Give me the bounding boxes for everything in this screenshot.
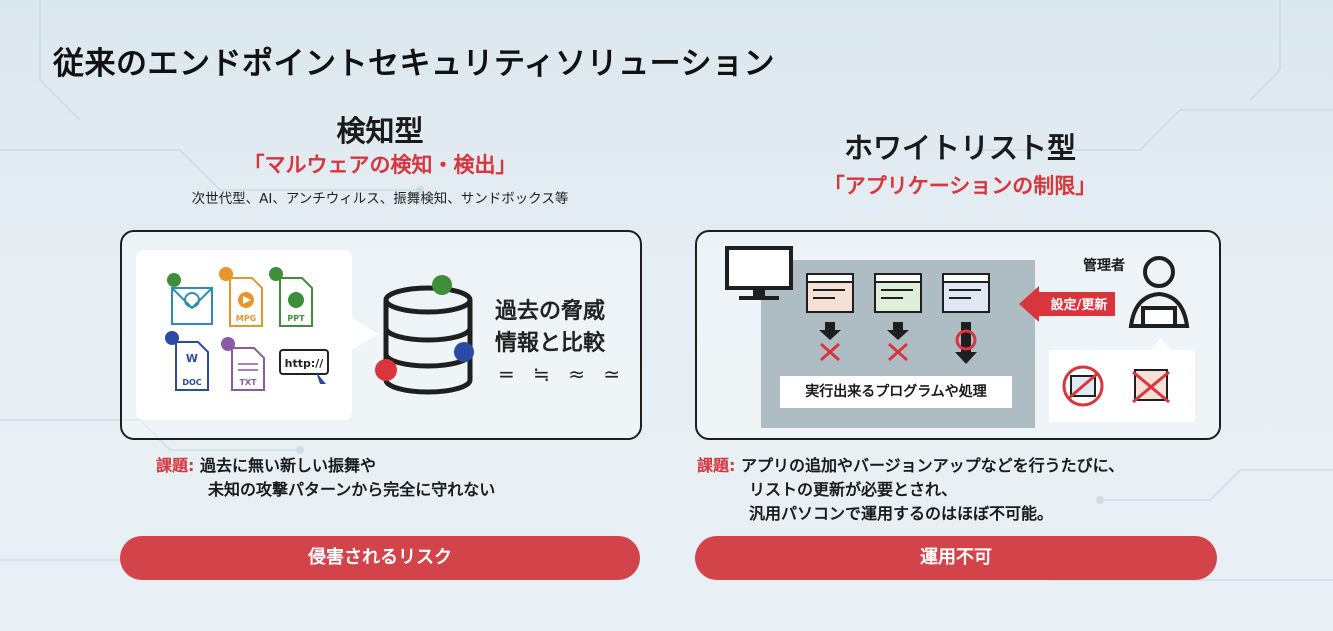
doc-label: DOC — [182, 378, 201, 387]
detection-issue: 課題: 過去に無い新しい振舞や 未知の攻撃パターンから完全に守れない — [156, 454, 495, 502]
mpg-file-icon: MPG — [219, 267, 263, 327]
admin-person-icon — [1128, 256, 1190, 328]
compare-line-1: 過去の脅威 — [495, 299, 606, 324]
txt-file-icon: TXT — [221, 337, 265, 391]
database-icon — [383, 285, 473, 395]
detection-examples: 次世代型、AI、アンチウィルス、振舞検知、サンドボックス等 — [191, 191, 569, 207]
restricted-apps-box — [1049, 338, 1195, 422]
issue-label: 課題: — [156, 456, 195, 475]
issue-line-2: リストの更新が必要とされ、 — [749, 480, 958, 499]
whitelist-heading: ホワイトリスト型 — [843, 131, 1076, 165]
app-window-1 — [806, 273, 854, 313]
settings-label: 設定/更新 — [1051, 297, 1108, 313]
allowed-circle-mark — [955, 329, 977, 351]
app-window-2 — [874, 273, 922, 313]
issue-line-1: アプリの追加やバージョンアップなどを行うたびに、 — [740, 456, 1125, 475]
settings-arrow: 設定/更新 — [1019, 286, 1115, 322]
blue-virus-icon — [454, 342, 474, 362]
issue-line-2: 未知の攻撃パターンから完全に守れない — [208, 480, 496, 499]
doc-file-icon: W DOC — [165, 331, 209, 391]
down-arrows — [819, 322, 977, 364]
url-label: http:// — [285, 357, 325, 370]
red-virus-icon — [375, 359, 397, 381]
mail-file-icon — [167, 273, 213, 325]
whitelist-illustration: 設定/更新 — [725, 246, 1195, 428]
exec-label: 実行出来るプログラムや処理 — [780, 376, 1012, 408]
mpg-label: MPG — [236, 314, 256, 323]
green-virus-icon — [432, 275, 452, 295]
txt-label: TXT — [239, 378, 257, 387]
detection-subheading: 「マルウェアの検知・検出」 — [243, 153, 517, 177]
svg-text:W: W — [186, 352, 198, 365]
monitor-icon — [725, 246, 793, 300]
ppt-file-icon: PPT — [269, 267, 313, 327]
issue-label: 課題: — [697, 456, 736, 475]
risk-pill: 侵害されるリスク — [120, 536, 640, 580]
detection-heading: 検知型 — [336, 114, 424, 148]
inoperable-pill: 運用不可 — [695, 536, 1217, 580]
detection-illustration: MPG PPT W DOC TXT http:// — [136, 250, 474, 420]
whitelist-issue: 課題: アプリの追加やバージョンアップなどを行うたびに、 リストの更新が必要とさ… — [697, 454, 1124, 526]
issue-line-3: 汎用パソコンで運用するのはほぼ不可能。 — [749, 504, 1054, 523]
app-window-3 — [942, 273, 990, 313]
blocked-x-marks — [820, 342, 908, 362]
url-icon: http:// — [279, 349, 329, 384]
issue-line-1: 過去に無い新しい振舞や — [199, 456, 376, 475]
admin-label: 管理者 — [1083, 258, 1125, 274]
ppt-label: PPT — [287, 314, 305, 323]
compare-text: 過去の脅威 情報と比較 — [495, 296, 605, 360]
whitelist-subheading: 「アプリケーションの制限」 — [823, 174, 1097, 198]
page-title: 従来のエンドポイントセキュリティソリューション — [53, 46, 776, 82]
compare-line-2: 情報と比較 — [495, 331, 606, 356]
approx-symbols: = ≒ ≈ ≃ — [498, 362, 627, 386]
